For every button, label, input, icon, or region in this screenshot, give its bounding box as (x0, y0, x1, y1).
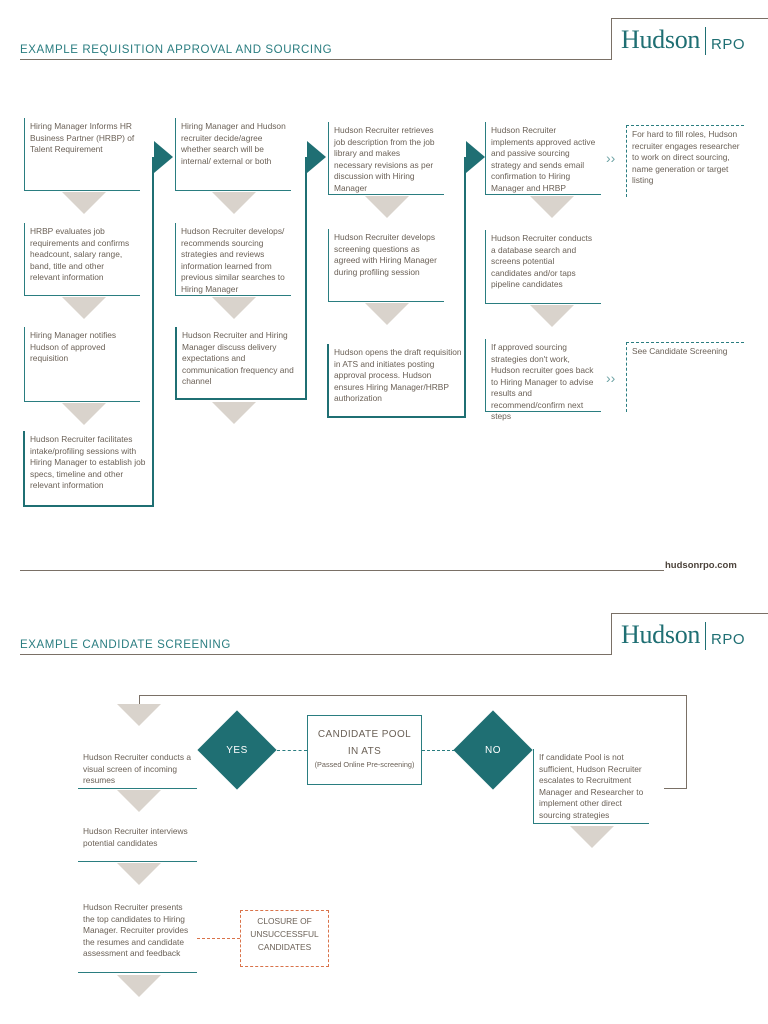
connector-line (464, 157, 466, 418)
connector-line (152, 157, 154, 507)
down-arrow (570, 826, 614, 848)
flow-step: Hudson Recruiter and Hiring Manager disc… (175, 327, 307, 400)
connector-line (305, 157, 307, 400)
right-arrow (307, 141, 326, 173)
down-arrow (62, 297, 106, 319)
flow-step: Hudson Recruiter develops screening ques… (328, 229, 444, 302)
down-arrow (212, 192, 256, 214)
footer-url: hudsonrpo.com (665, 560, 737, 571)
candidate-pool-box: CANDIDATE POOL IN ATS (Passed Online Pre… (307, 715, 422, 785)
no-decision: NO (453, 710, 533, 790)
closure-line1: CLOSURE OF (257, 916, 312, 926)
flow-step: If approved sourcing strategies don't wo… (485, 339, 601, 421)
dashed-connector (277, 750, 307, 751)
down-arrow (365, 196, 409, 218)
section1-title: EXAMPLE REQUISITION APPROVAL AND SOURCIN… (20, 44, 333, 56)
loop-line-bottom (664, 788, 687, 789)
section2-brand-frame (611, 613, 768, 655)
section2-title: EXAMPLE CANDIDATE SCREENING (20, 639, 231, 651)
down-arrow (117, 975, 161, 997)
down-arrow (62, 192, 106, 214)
down-arrow (365, 303, 409, 325)
section1-brand-product: RPO (711, 36, 746, 53)
footer-rule (20, 570, 664, 571)
section2-brand-logo: Hudson (621, 620, 701, 649)
flow-step: Hudson Recruiter conducts a database sea… (485, 230, 601, 304)
chevron-right-icon: ›› (606, 150, 616, 166)
flow-step: Hudson Recruiter develops/ recommends so… (175, 223, 291, 296)
right-arrow (466, 141, 485, 173)
flow-step: Hudson Recruiter facilitates intake/prof… (23, 431, 154, 507)
down-arrow (117, 704, 161, 726)
dashed-connector (197, 938, 240, 939)
yes-label: YES (226, 744, 248, 756)
closure-line3: CANDIDATES (257, 942, 312, 952)
flow-step: Hiring Manager and Hudson recruiter deci… (175, 118, 291, 191)
pool-subtitle: (Passed Online Pre-screening) (314, 760, 415, 769)
section1-brand-logo: Hudson (621, 25, 701, 54)
right-arrow (154, 141, 173, 173)
down-arrow (212, 402, 256, 424)
loop-line-left (139, 695, 140, 705)
pool-title-line2: IN ATS (347, 746, 382, 757)
side-note-researcher: For hard to fill roles, Hudson recruiter… (626, 125, 744, 197)
down-arrow (530, 305, 574, 327)
flow-step: Hudson Recruiter implements approved act… (485, 122, 601, 195)
closure-line2: UNSUCCESSFUL (250, 929, 319, 939)
chevron-right-icon: ›› (606, 370, 616, 386)
loop-line-top (139, 695, 687, 696)
dashed-connector (422, 750, 455, 751)
side-note-candidate-screening: See Candidate Screening (626, 342, 744, 412)
screening-step: Hudson Recruiter conducts a visual scree… (78, 749, 197, 789)
section2-brand-divider (705, 622, 706, 650)
flow-step: Hudson Recruiter retrieves job descripti… (328, 122, 444, 195)
pool-title-line1: CANDIDATE POOL (317, 729, 412, 740)
section1-brand-frame (611, 18, 768, 60)
screening-step: Hudson Recruiter interviews potential ca… (78, 823, 197, 862)
loop-line-right (686, 695, 687, 789)
section1-rule (20, 59, 611, 60)
down-arrow (530, 196, 574, 218)
no-label: NO (485, 744, 501, 756)
down-arrow (117, 790, 161, 812)
down-arrow (117, 863, 161, 885)
flow-step: Hiring Manager notifies Hudson of approv… (24, 327, 140, 402)
yes-decision: YES (197, 710, 277, 790)
down-arrow (212, 297, 256, 319)
section1-brand-divider (705, 27, 706, 55)
flow-step: Hudson opens the draft requisition in AT… (327, 344, 466, 418)
down-arrow (62, 403, 106, 425)
flow-step: Hiring Manager Informs HR Business Partn… (24, 118, 140, 191)
flow-step: HRBP evaluates job requirements and conf… (24, 223, 140, 296)
insufficient-pool-note: If candidate Pool is not sufficient, Hud… (533, 749, 649, 824)
screening-step: Hudson Recruiter presents the top candid… (78, 899, 197, 973)
closure-box: CLOSURE OF UNSUCCESSFUL CANDIDATES (240, 910, 329, 967)
section2-brand-product: RPO (711, 631, 746, 648)
section2-rule (20, 654, 611, 655)
